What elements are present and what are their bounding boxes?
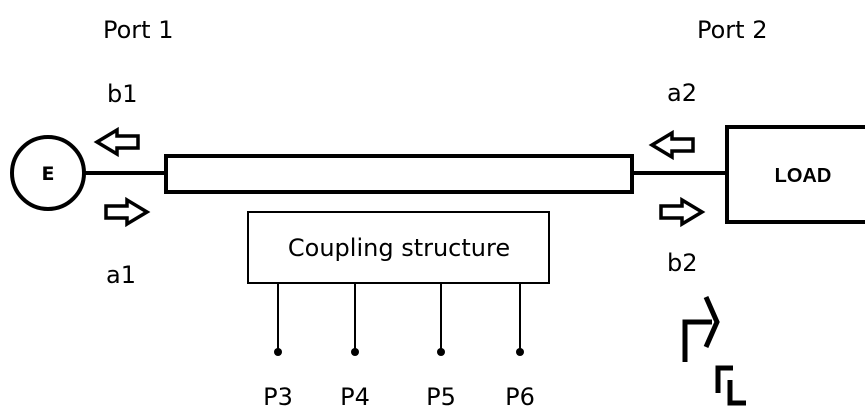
gamma-in-arrow-icon: [703, 295, 720, 349]
gamma-load-symbol: [715, 365, 733, 393]
source-generator: E: [10, 135, 86, 211]
coupling-label: Coupling structure: [288, 234, 510, 262]
transmission-line: [164, 154, 634, 194]
wave-b2-arrow: [659, 196, 706, 228]
wave-b1-arrow: [93, 126, 140, 158]
probe-p5-label: P5: [426, 383, 456, 410]
load-block: LOAD: [725, 125, 865, 224]
source-label: E: [42, 163, 55, 185]
probe-p3-dot: [274, 348, 282, 356]
wave-a2-arrow: [648, 129, 695, 161]
coupling-box: [247, 211, 550, 284]
wave-a2-label: a2: [667, 79, 697, 107]
wave-a1-label: a1: [106, 261, 136, 289]
probe-p6-label: P6: [505, 383, 535, 410]
port2-label: Port 2: [697, 16, 767, 44]
probe-p4-dot: [351, 348, 359, 356]
probe-p4-label: P4: [340, 383, 370, 410]
load-box: [725, 125, 865, 224]
gamma-load-subscript-l: [727, 380, 746, 406]
load-label: LOAD: [775, 165, 832, 187]
coupling-structure: Coupling structure: [247, 211, 550, 284]
wave-b1-label: b1: [107, 80, 138, 108]
gamma-in-symbol: [682, 319, 712, 362]
wave-b2-label: b2: [667, 249, 698, 277]
probe-p3-label: P3: [263, 383, 293, 410]
probe-p5-dot: [437, 348, 445, 356]
probe-p6-dot: [516, 348, 524, 356]
wave-a1-arrow: [104, 196, 151, 228]
port1-label: Port 1: [103, 16, 173, 44]
